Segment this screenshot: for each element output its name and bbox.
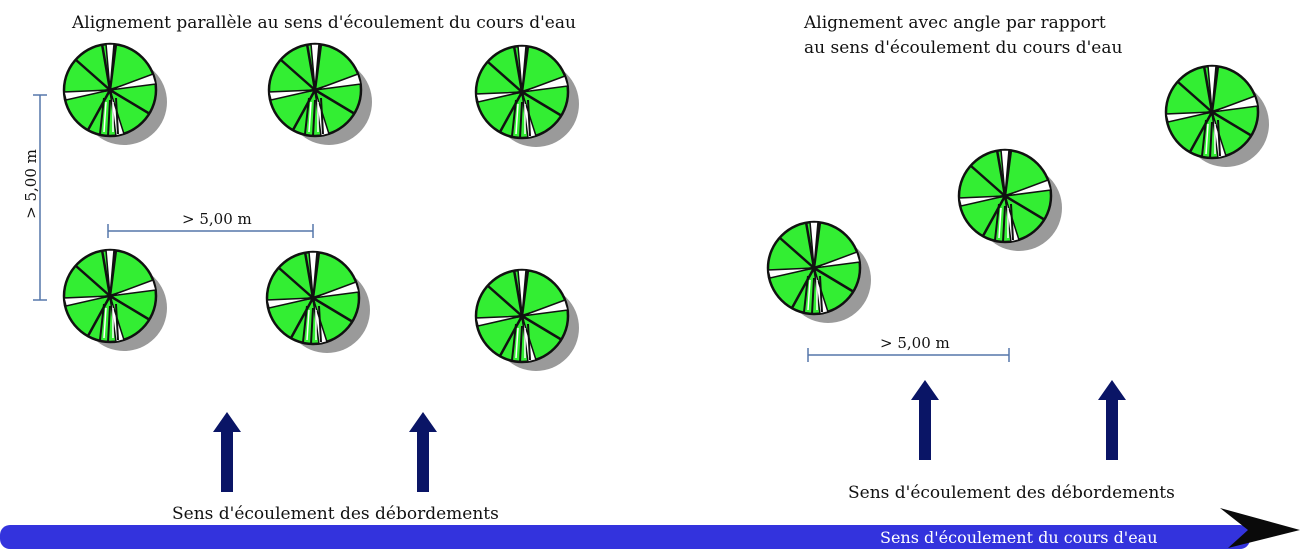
- flow-arrow-right-1: [911, 380, 939, 460]
- left-vertical-spacing-label: > 5,00 m: [22, 149, 40, 219]
- flow-arrow-left-2: [409, 412, 437, 492]
- flow-arrow-right-2: [1098, 380, 1126, 460]
- right-horizontal-dimension-line: [807, 348, 1010, 362]
- river-arrow: [0, 508, 1300, 549]
- tree-right-2: [957, 148, 1064, 253]
- right-horizontal-spacing-label: > 5,00 m: [880, 334, 950, 352]
- left-flow-label: Sens d'écoulement des débordements: [172, 504, 499, 524]
- river-label: Sens d'écoulement du cours d'eau: [880, 528, 1158, 547]
- left-horizontal-dimension-line: [107, 224, 314, 238]
- right-panel-title-line2: au sens d'écoulement du cours d'eau: [804, 38, 1123, 58]
- left-horizontal-spacing-label: > 5,00 m: [182, 210, 252, 228]
- tree-left-top-1: [62, 42, 169, 147]
- right-flow-label: Sens d'écoulement des débordements: [848, 483, 1175, 503]
- tree-left-bottom-1: [62, 248, 169, 353]
- tree-left-bottom-2: [265, 250, 372, 355]
- tree-right-1: [766, 220, 873, 325]
- tree-left-top-2: [267, 42, 374, 147]
- flow-arrow-left-1: [213, 412, 241, 492]
- left-panel-title: Alignement parallèle au sens d'écoulemen…: [72, 13, 576, 33]
- tree-right-3: [1164, 64, 1271, 169]
- right-panel-title-line1: Alignement avec angle par rapport: [804, 13, 1106, 33]
- tree-left-bottom-3: [474, 268, 581, 373]
- vertical-dimension-line: [33, 94, 47, 301]
- tree-left-top-3: [474, 44, 581, 149]
